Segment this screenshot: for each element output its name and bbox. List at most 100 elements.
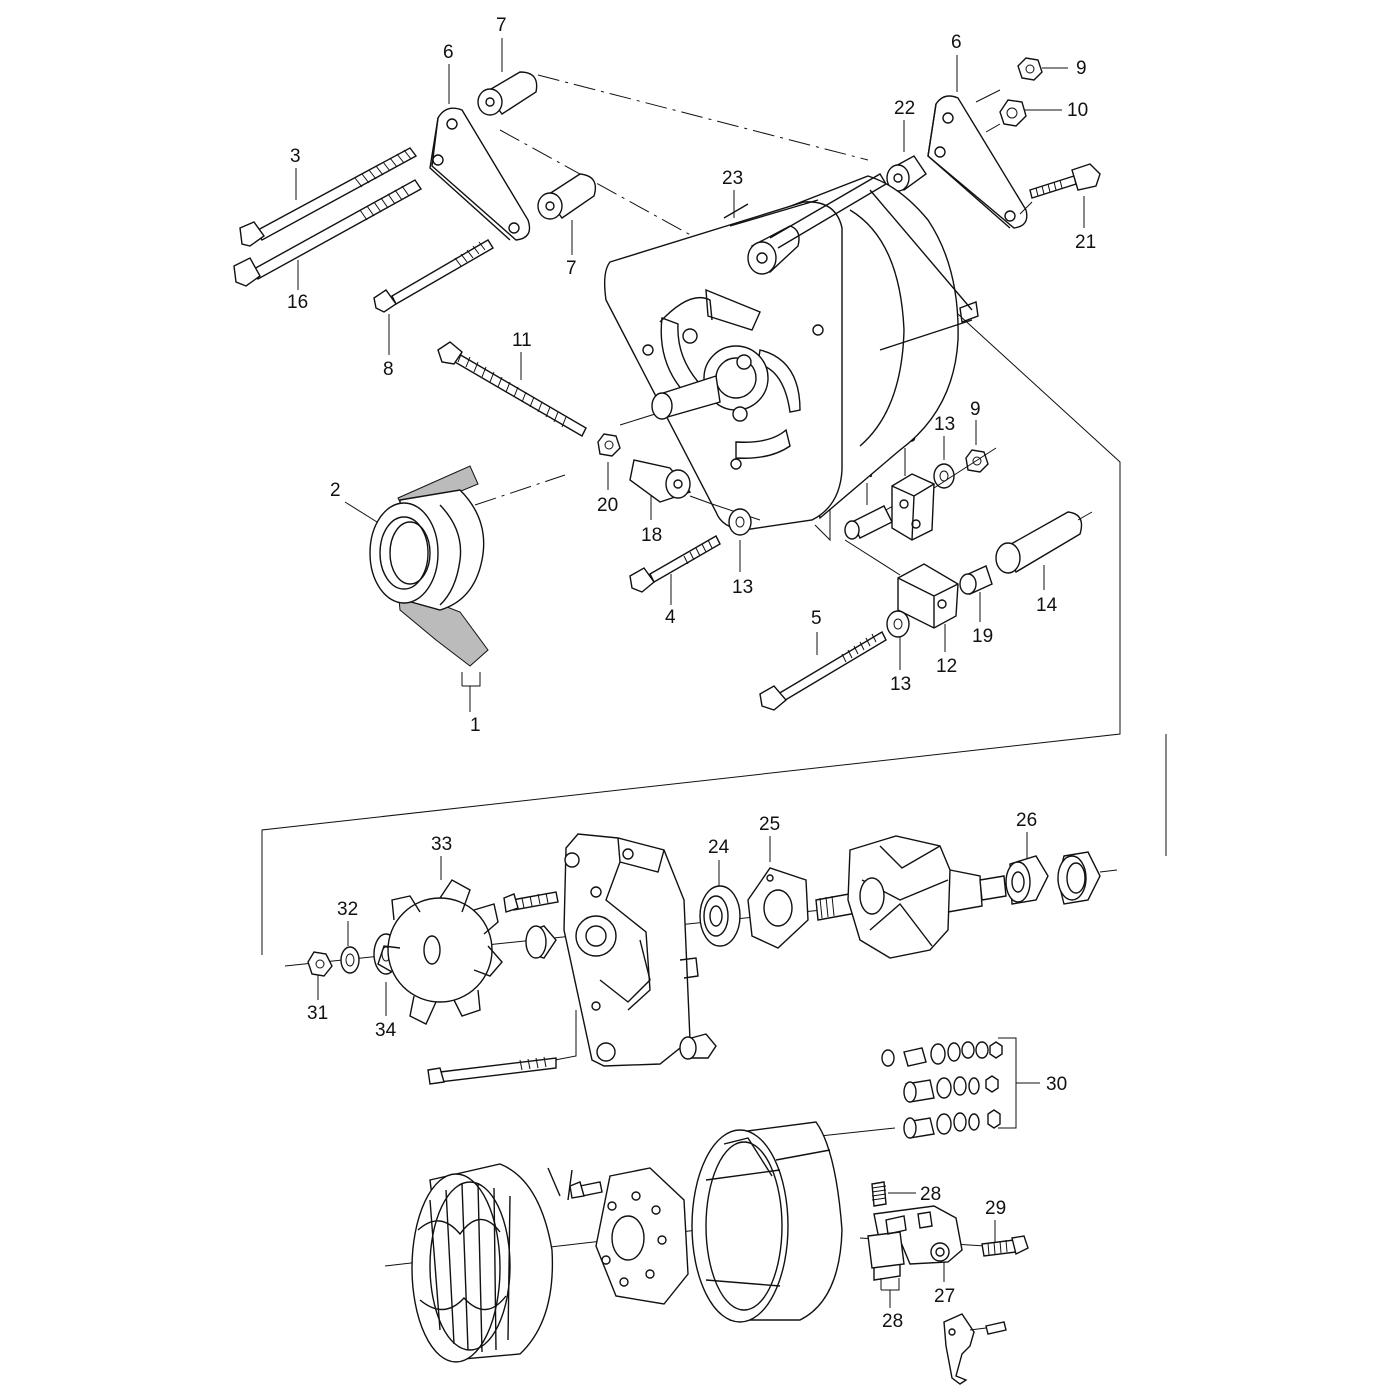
- callout-labels: 1 2 3 4 5 6 6 7 7 8 9 9 10 11 12 13 13 1…: [287, 15, 1096, 1332]
- callout-13-bottom: 13: [890, 674, 911, 695]
- pulley-2-with-belt-1: [369, 465, 489, 667]
- callout-12: 12: [936, 656, 957, 677]
- washer-32: [340, 946, 360, 974]
- callout-25: 25: [759, 814, 780, 835]
- centerline-spacer-top: [537, 74, 869, 161]
- sleeve-14: [995, 511, 1093, 574]
- nut-10: [999, 99, 1027, 127]
- centerline-kit-30: [819, 1127, 896, 1137]
- nut-9-mid: [965, 449, 989, 473]
- drive-end-shield: [563, 833, 699, 1067]
- centerline-pulley: [474, 474, 566, 506]
- rectifier: [595, 1167, 689, 1305]
- callout-28-bottom: 28: [882, 1311, 903, 1332]
- slip-ring-end-cover: [691, 1121, 843, 1323]
- callout-13-top: 13: [934, 414, 955, 435]
- centerline-long-bolt: [554, 1010, 577, 1061]
- callout-22: 22: [894, 98, 915, 119]
- bolt-8: [373, 239, 494, 313]
- spring-28: [871, 1181, 887, 1207]
- alternator-housing-23: [603, 173, 979, 531]
- spacer-19: [959, 565, 993, 595]
- callout-21: 21: [1075, 232, 1096, 253]
- bearing-26: [1005, 855, 1049, 905]
- bolt-21: [1029, 163, 1101, 199]
- right-bracket-leaders: [975, 89, 1033, 215]
- callout-10: 10: [1067, 100, 1088, 121]
- nut-9-top: [1017, 57, 1043, 81]
- callout-33: 33: [431, 834, 452, 855]
- callout-8: 8: [383, 359, 394, 380]
- leader-lines: [295, 38, 1085, 1308]
- bolt-16: [233, 179, 423, 287]
- screw-29: [981, 1235, 1029, 1257]
- callout-29: 29: [985, 1198, 1006, 1219]
- bolt-3: [239, 147, 418, 247]
- callout-7-bottom: 7: [566, 258, 577, 279]
- callout-27: 27: [934, 1286, 955, 1307]
- washer-13-left: [728, 508, 752, 536]
- nut-20: [597, 433, 621, 457]
- leader-2: [344, 501, 378, 523]
- bolt-11: [437, 341, 587, 437]
- washer-13-bottom: [886, 610, 910, 638]
- spacer-7-top: [477, 71, 538, 116]
- block-15: [891, 473, 935, 541]
- bolt-5: [759, 631, 887, 711]
- stator: [411, 1163, 573, 1363]
- callout-6-right: 6: [951, 32, 962, 53]
- callout-26: 26: [1016, 810, 1037, 831]
- callout-5: 5: [811, 608, 822, 629]
- callout-30: 30: [1046, 1074, 1067, 1095]
- screw-rectifier: [569, 1181, 603, 1199]
- kit-30-row-2: [903, 1075, 999, 1103]
- regulator-27: [867, 1205, 963, 1281]
- spacer-18: [629, 459, 761, 521]
- callout-1: 1: [470, 715, 481, 736]
- kit-30-row-3: [903, 1109, 1001, 1139]
- callout-11: 11: [512, 330, 532, 351]
- callout-31: 31: [307, 1003, 328, 1024]
- kit-30: [881, 1041, 1003, 1139]
- bracket-6-left: [429, 107, 531, 241]
- leader-28-bottom: [880, 1278, 900, 1308]
- callout-20: 20: [597, 495, 618, 516]
- bearing-cap: [1057, 851, 1101, 905]
- callout-frame-line: [261, 251, 1121, 955]
- bearing-plug: [679, 1033, 717, 1060]
- bearing-24: [699, 885, 741, 947]
- bolt-4: [629, 535, 721, 593]
- callout-23: 23: [722, 168, 743, 189]
- screw-upper: [503, 891, 559, 913]
- callout-16: 16: [287, 292, 308, 313]
- callout-18: 18: [641, 525, 662, 546]
- callout-3: 3: [290, 146, 301, 167]
- long-bolt: [427, 1056, 557, 1085]
- callout-32: 32: [337, 899, 358, 920]
- callout-14: 14: [1036, 595, 1058, 616]
- leader-1: [461, 672, 481, 712]
- block-12: [897, 563, 959, 629]
- nut-31: [307, 951, 333, 977]
- callout-24: 24: [708, 837, 730, 858]
- callout-28-top: 28: [920, 1184, 941, 1205]
- callout-9-top: 9: [1076, 58, 1087, 79]
- bracket-30: [998, 1037, 1040, 1129]
- spacer-7-bottom: [537, 173, 597, 220]
- callout-4: 4: [665, 607, 676, 628]
- callout-9-mid: 9: [970, 399, 981, 420]
- washer-13-top: [933, 463, 955, 489]
- callout-6-left: 6: [443, 42, 454, 63]
- kit-30-row-1: [881, 1041, 1003, 1067]
- rotor: [815, 835, 1007, 959]
- fan-33: [377, 879, 503, 1025]
- callout-19: 19: [972, 626, 993, 647]
- callout-13-left: 13: [732, 577, 753, 598]
- spacer-ring: [525, 925, 557, 959]
- callout-2: 2: [330, 480, 341, 501]
- callout-34: 34: [375, 1020, 397, 1041]
- bracket-6-right: [927, 95, 1028, 229]
- plate-25: [747, 867, 809, 949]
- centerline-bracket-15: [933, 447, 997, 489]
